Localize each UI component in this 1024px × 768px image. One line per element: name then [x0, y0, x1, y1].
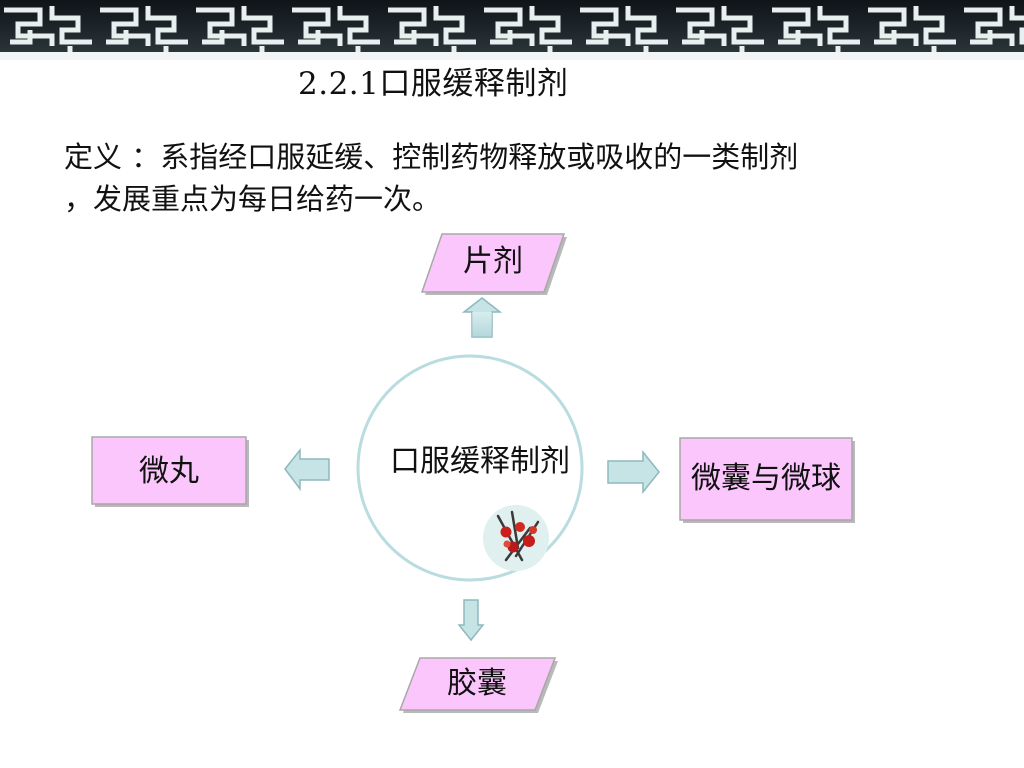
center-label: 口服缓释制剂 — [390, 444, 570, 479]
definition-line-2: ，发展重点为每日给药一次。 — [64, 182, 442, 216]
definition-line-1: 定义 ：系指经口服延缓、控制药物释放或吸收的一类制剂 — [64, 140, 799, 174]
lattice-border — [0, 0, 1024, 60]
down-arrow-icon — [457, 599, 485, 642]
left-box — [91, 436, 249, 507]
left-box-label: 微丸 — [139, 454, 199, 489]
right-arrow-icon — [607, 449, 660, 495]
bottom-box — [398, 657, 558, 713]
page-title: 2.2.1口服缓释制剂 — [298, 66, 569, 102]
up-arrow-icon — [461, 297, 503, 338]
bottom-box-label: 胶囊 — [447, 666, 507, 701]
left-arrow-icon — [284, 447, 330, 492]
right-box — [679, 437, 855, 523]
top-box-label: 片剂 — [463, 244, 523, 279]
definition-text: 定义 ：系指经口服延缓、控制药物释放或吸收的一类制剂 ，发展重点为每日给药一次。 — [64, 136, 798, 220]
top-box — [420, 233, 567, 295]
right-box-label: 微囊与微球 — [691, 461, 841, 496]
plum-blossom-icon — [483, 505, 549, 571]
